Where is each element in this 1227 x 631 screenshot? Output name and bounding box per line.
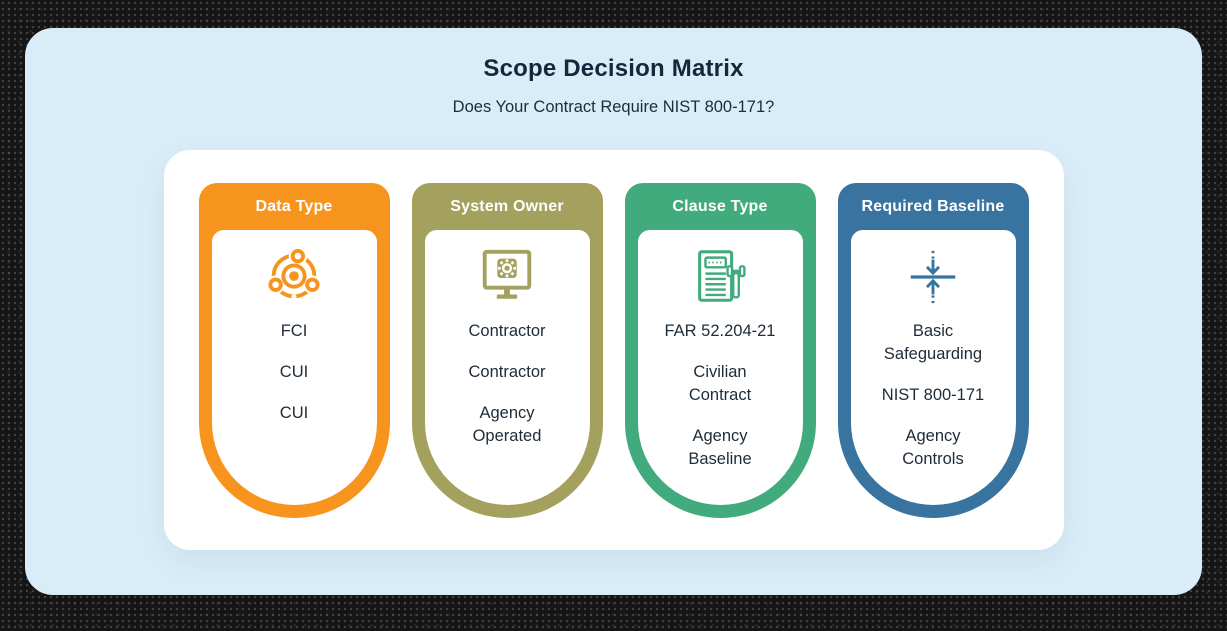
columns: Data Type FCI CUI CUI System Owner bbox=[164, 150, 1064, 518]
column-item: Agency Controls bbox=[902, 427, 964, 468]
matrix-card: Data Type FCI CUI CUI System Owner bbox=[163, 150, 1064, 550]
column-body: FCI CUI CUI bbox=[211, 230, 377, 505]
column-header: Data Type bbox=[255, 197, 333, 215]
column-item: Agency Operated bbox=[472, 404, 542, 445]
document-gavel-icon bbox=[689, 246, 751, 308]
converge-arrows-icon bbox=[902, 246, 964, 308]
column-item: FCI bbox=[280, 322, 308, 340]
orbit-data-icon bbox=[263, 246, 325, 308]
column-item: Agency Baseline bbox=[688, 427, 752, 468]
column-header: Required Baseline bbox=[861, 197, 1005, 215]
column-header: System Owner bbox=[450, 197, 564, 215]
column-items: FCI CUI CUI bbox=[235, 320, 353, 425]
column-item: Civilian Contract bbox=[688, 363, 752, 404]
page-title: Scope Decision Matrix bbox=[483, 55, 744, 82]
column-item: FAR 52.204-21 bbox=[664, 322, 776, 340]
monitor-gear-icon bbox=[476, 246, 538, 308]
column-item: Contractor bbox=[468, 363, 546, 381]
column-header: Clause Type bbox=[672, 197, 768, 215]
column-item: Contractor bbox=[468, 322, 546, 340]
column-item: Basic Safeguarding bbox=[883, 322, 983, 363]
page-subtitle: Does Your Contract Require NIST 800-171? bbox=[452, 98, 775, 116]
column-item: CUI bbox=[279, 404, 309, 422]
infographic-panel: Scope Decision Matrix Does Your Contract… bbox=[25, 28, 1202, 595]
column-item: CUI bbox=[279, 363, 309, 381]
column-item: NIST 800-171 bbox=[881, 386, 985, 404]
column-data-type: Data Type FCI CUI CUI bbox=[198, 183, 390, 518]
